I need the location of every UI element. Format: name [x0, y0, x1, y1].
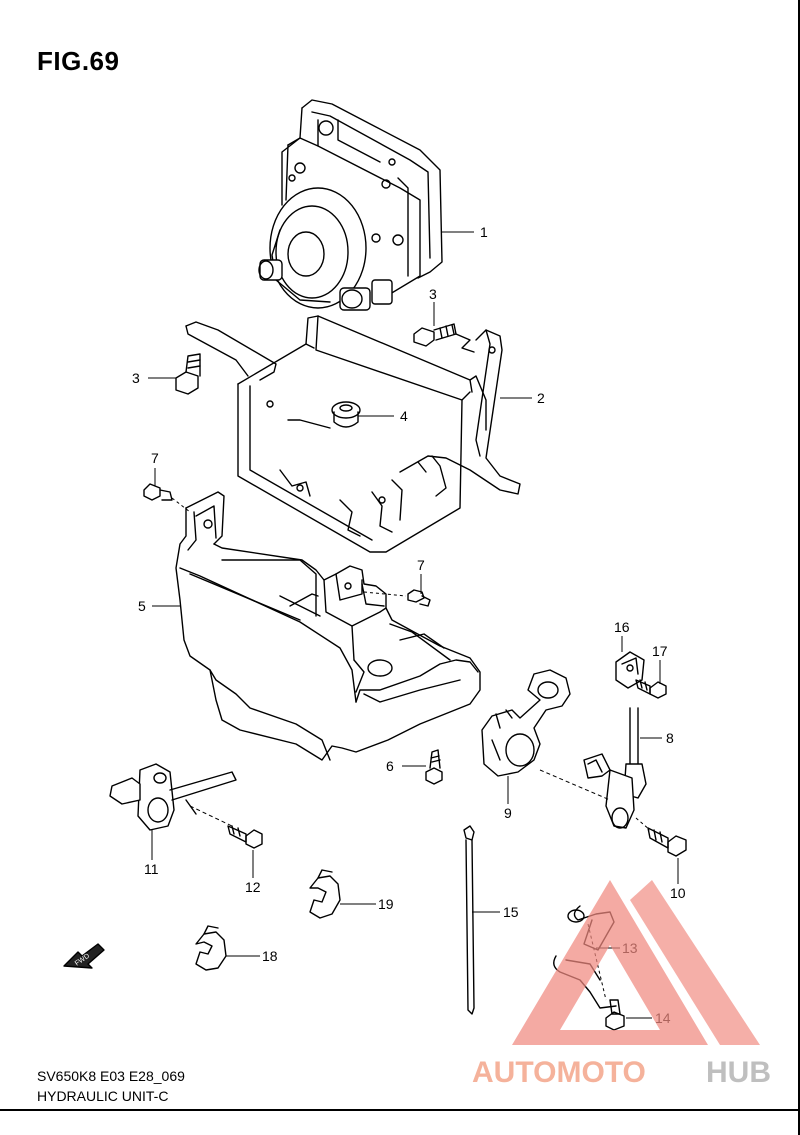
callout-15: 15	[503, 904, 519, 920]
callout-6: 6	[386, 758, 394, 774]
callout-11: 11	[144, 861, 159, 877]
callout-16: 16	[614, 619, 630, 635]
callout-1: 1	[480, 224, 488, 240]
callout-10: 10	[670, 885, 686, 901]
callout-12: 12	[245, 879, 261, 895]
callout-5: 5	[138, 598, 146, 614]
part-16-clip-nut[interactable]	[615, 651, 645, 689]
callout-3-upper: 3	[429, 286, 437, 302]
forward-direction-arrow	[63, 943, 105, 969]
part-4-grommet[interactable]	[331, 401, 361, 428]
part-9-sensor-mount[interactable]	[481, 669, 571, 777]
figure-title: FIG.69	[37, 46, 120, 76]
section-title: HYDRAULIC UNIT-C	[37, 1088, 169, 1104]
callout-2: 2	[537, 390, 545, 406]
callout-3-left: 3	[132, 370, 140, 386]
part-6-screw[interactable]	[425, 749, 443, 785]
callout-7-left: 7	[151, 450, 159, 466]
callout-9: 9	[504, 805, 512, 821]
part-10-bolt[interactable]	[647, 827, 687, 857]
part-12-bolt[interactable]	[227, 825, 263, 849]
watermark-triangle-icon	[512, 880, 708, 1045]
watermark-logo: AUTOMOTO HUB	[472, 880, 771, 1089]
part-17-bolt[interactable]	[635, 679, 667, 699]
part-5-tray[interactable]	[175, 491, 481, 761]
part-8-speed-sensor[interactable]	[583, 707, 647, 829]
watermark-text-secondary: HUB	[706, 1056, 771, 1089]
callout-8: 8	[666, 730, 674, 746]
part-7-screw-left[interactable]	[143, 483, 173, 501]
model-code: SV650K8 E03 E28_069	[37, 1068, 185, 1084]
part-2-bracket[interactable]	[185, 315, 521, 553]
watermark-text-primary: AUTOMOTO	[472, 1056, 646, 1089]
part-14-bolt[interactable]	[605, 999, 625, 1031]
frame-right-border	[798, 0, 800, 1135]
part-3-bolt-left[interactable]	[175, 353, 201, 395]
callout-19: 19	[378, 896, 394, 912]
callout-17: 17	[652, 643, 668, 659]
part-7-screw-right[interactable]	[407, 589, 431, 607]
callout-18: 18	[262, 948, 278, 964]
part-1-hydraulic-unit[interactable]	[258, 99, 443, 311]
callout-4: 4	[400, 408, 408, 424]
frame-bottom-border	[0, 1109, 800, 1111]
callout-7-right: 7	[417, 557, 425, 573]
part-19-clamp[interactable]	[309, 869, 341, 919]
part-18-clamp[interactable]	[195, 925, 227, 971]
part-3-bolt-upper[interactable]	[413, 323, 475, 353]
callout-numbers: 1 2 3 3 4 5 6 7 7 8 9 10 11 12 13 14 15 …	[74, 224, 686, 1026]
part-15-cable-tie[interactable]	[463, 825, 475, 1015]
part-11-sensor-rear[interactable]	[109, 763, 237, 831]
